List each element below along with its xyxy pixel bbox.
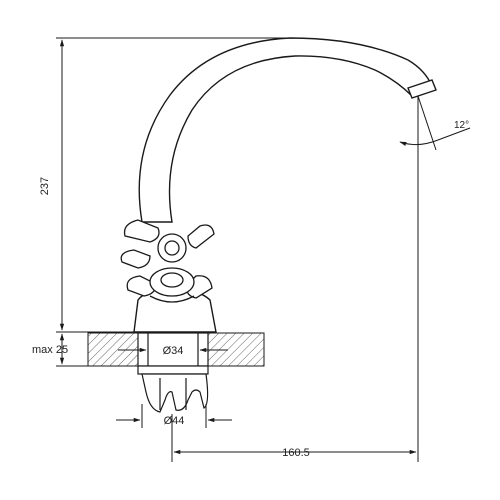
deck-thickness-dimension (56, 333, 88, 367)
upper-cross-handle (120, 219, 215, 269)
shank-diameter-label: Ø34 (163, 345, 184, 357)
mounting-shank (137, 332, 209, 375)
height-dimension (56, 37, 290, 333)
spout (138, 37, 433, 223)
reach-dimension (171, 96, 419, 462)
spout-aerator (407, 79, 437, 99)
reach-label: 160.5 (282, 447, 310, 459)
nut-diameter-dimension (116, 404, 232, 428)
deck-thickness-label: max 25 (32, 344, 68, 356)
faucet-body (133, 37, 437, 333)
height-label: 237 (39, 177, 51, 195)
mounting-nut (141, 373, 209, 413)
lower-cross-handle (126, 267, 213, 303)
spout-angle-label: 12° (454, 120, 469, 131)
nut-diameter-label: Ø44 (164, 415, 185, 427)
spout-angle-dimension (399, 95, 471, 151)
